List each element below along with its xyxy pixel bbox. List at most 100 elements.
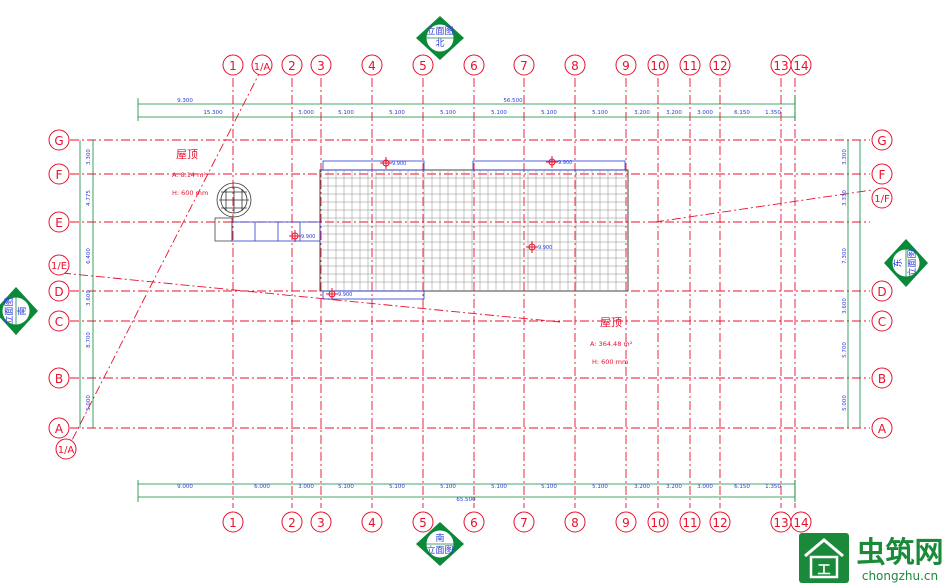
axis-label: 4 bbox=[368, 59, 376, 73]
spot-level-text: 9.900 bbox=[338, 292, 352, 298]
dim-text: 3.200 bbox=[666, 110, 682, 116]
axis-label: 6 bbox=[470, 516, 478, 530]
dimension-texts-left: 3.300 4.775 6.400 3.600 8.700 5.000 bbox=[86, 149, 92, 411]
axis-bubble-bottom-col-14 bbox=[790, 511, 812, 533]
axis-bubble-right-row-c bbox=[871, 310, 893, 332]
main-roof-outline bbox=[214, 160, 629, 300]
axis-bubble-top-col-14 bbox=[790, 54, 812, 76]
axis-bubble-bottom-col-11 bbox=[679, 511, 701, 533]
axis-label: 12 bbox=[712, 516, 727, 530]
dim-text: 3.300 bbox=[86, 149, 92, 165]
axis-label: 5 bbox=[419, 516, 427, 530]
elevation-marker-north: 立面图 北 bbox=[416, 16, 464, 60]
axis-label: 3 bbox=[317, 516, 325, 530]
dim-text: 5.100 bbox=[440, 110, 456, 116]
axis-bubble-left-row-b bbox=[48, 367, 70, 389]
axis-bubble-top-col-4 bbox=[361, 54, 383, 76]
axis-bubble-top-col-12 bbox=[709, 54, 731, 76]
dim-text: 5.100 bbox=[541, 484, 557, 490]
dim-text: 6.150 bbox=[734, 484, 750, 490]
axis-label: 6 bbox=[470, 59, 478, 73]
dim-text: 9.000 bbox=[177, 484, 193, 490]
axis-bubble-left-1a bbox=[55, 438, 77, 460]
axis-label: 1/A bbox=[254, 62, 271, 73]
spot-level-text: 9.900 bbox=[538, 245, 552, 251]
elevation-marker-west: 立面图 南 bbox=[0, 287, 38, 335]
axis-bubble-bottom-col-1 bbox=[222, 511, 244, 533]
axis-label: 13 bbox=[773, 516, 788, 530]
axis-bubble-left-row-g bbox=[48, 129, 70, 151]
dim-text: 9.300 bbox=[177, 98, 193, 104]
roof-label-small: 屋顶 A: 8.14 m² H: 600 mm bbox=[172, 148, 208, 197]
dim-text: 5.100 bbox=[338, 110, 354, 116]
axis-bubble-right-row-b bbox=[871, 367, 893, 389]
axis-bubble-left-row-e bbox=[48, 211, 70, 233]
roof-height: H: 600 mm bbox=[592, 358, 628, 366]
axis-bubble-top-col-3 bbox=[310, 54, 332, 76]
axis-bubble-bottom-col-10 bbox=[647, 511, 669, 533]
axis-bubble-top-col-6 bbox=[463, 54, 485, 76]
axis-bubble-bottom-col-2 bbox=[281, 511, 303, 533]
watermark-brand: 虫筑网 bbox=[856, 535, 943, 569]
spot-levels: 9.900 9.900 9.900 9.900 9.900 bbox=[289, 156, 572, 300]
axis-label: 1/A bbox=[58, 445, 75, 456]
roof-label-large: 屋顶 A: 364.48 m² H: 600 mm bbox=[590, 316, 633, 366]
dim-text: 6.000 bbox=[254, 484, 270, 490]
dim-text: 3.600 bbox=[86, 290, 92, 306]
dim-text: 5.100 bbox=[592, 484, 608, 490]
axis-label: D bbox=[54, 285, 63, 299]
column-axis-bottom bbox=[222, 511, 812, 533]
axis-label: 13 bbox=[773, 59, 788, 73]
spot-level-text: 9.900 bbox=[558, 160, 572, 166]
spot-level-text: 9.900 bbox=[392, 161, 406, 167]
row-axis-left bbox=[48, 129, 77, 460]
grid-line-1f-leader bbox=[654, 189, 873, 223]
axis-label: 14 bbox=[793, 59, 808, 73]
axis-bubble-left-row-d bbox=[48, 280, 70, 302]
axis-bubble-right-row-d bbox=[871, 280, 893, 302]
axis-bubble-bottom-col-3 bbox=[310, 511, 332, 533]
axis-label: 9 bbox=[622, 59, 630, 73]
axis-label: 5 bbox=[419, 59, 427, 73]
axis-label: 9 bbox=[622, 516, 630, 530]
axis-label: 1/E bbox=[51, 261, 67, 272]
axis-bubble-left-row-c bbox=[48, 310, 70, 332]
elevation-marker-text: 立面图 bbox=[906, 249, 918, 276]
axis-label: C bbox=[878, 315, 886, 329]
axis-bubble-bottom-col-7 bbox=[513, 511, 535, 533]
axis-bubble-top-col-2 bbox=[281, 54, 303, 76]
dim-text: 3.330 bbox=[842, 190, 848, 206]
axis-bubble-top-col-10 bbox=[647, 54, 669, 76]
spot-level-marker: 9.900 bbox=[326, 288, 352, 300]
axis-label: 4 bbox=[368, 516, 376, 530]
dim-text: 3.000 bbox=[697, 110, 713, 116]
grid-line-1a-diagonal bbox=[67, 67, 263, 449]
axis-bubble-bottom-col-9 bbox=[615, 511, 637, 533]
dim-text: 65.500 bbox=[456, 497, 476, 503]
elevation-marker-text: 东 bbox=[892, 258, 904, 267]
axis-label: 2 bbox=[288, 516, 296, 530]
dim-text: 5.100 bbox=[491, 110, 507, 116]
dim-text: 3.300 bbox=[842, 149, 848, 165]
dimension-texts-bottom: 9.000 6.000 3.000 5.100 5.100 5.100 5.10… bbox=[177, 484, 781, 503]
axis-bubble-left-1e bbox=[48, 254, 70, 276]
axis-bubble-top-col-1 bbox=[222, 54, 244, 76]
dim-text: 56.500 bbox=[503, 98, 523, 104]
dim-text: 5.000 bbox=[86, 395, 92, 411]
watermark: 工 虫筑网 chongzhu.cn bbox=[799, 533, 944, 583]
axis-label: E bbox=[55, 216, 63, 230]
dim-text: 6.150 bbox=[734, 110, 750, 116]
elevation-marker-east: 东 立面图 bbox=[884, 239, 928, 287]
dim-text: 3.000 bbox=[298, 110, 314, 116]
axis-label: 1/F bbox=[874, 194, 890, 205]
row-axis-labels: G F E 1/E D C B A 1/A G F 1/F D C B A bbox=[51, 134, 890, 456]
dim-text: 3.200 bbox=[634, 484, 650, 490]
watermark-url: chongzhu.cn bbox=[862, 569, 938, 583]
roof-name: 屋顶 bbox=[176, 148, 198, 161]
axis-label: 12 bbox=[712, 59, 727, 73]
axis-label: A bbox=[55, 422, 64, 436]
svg-text:工: 工 bbox=[817, 563, 830, 578]
axis-label: 3 bbox=[317, 59, 325, 73]
dim-text: 6.400 bbox=[86, 248, 92, 264]
